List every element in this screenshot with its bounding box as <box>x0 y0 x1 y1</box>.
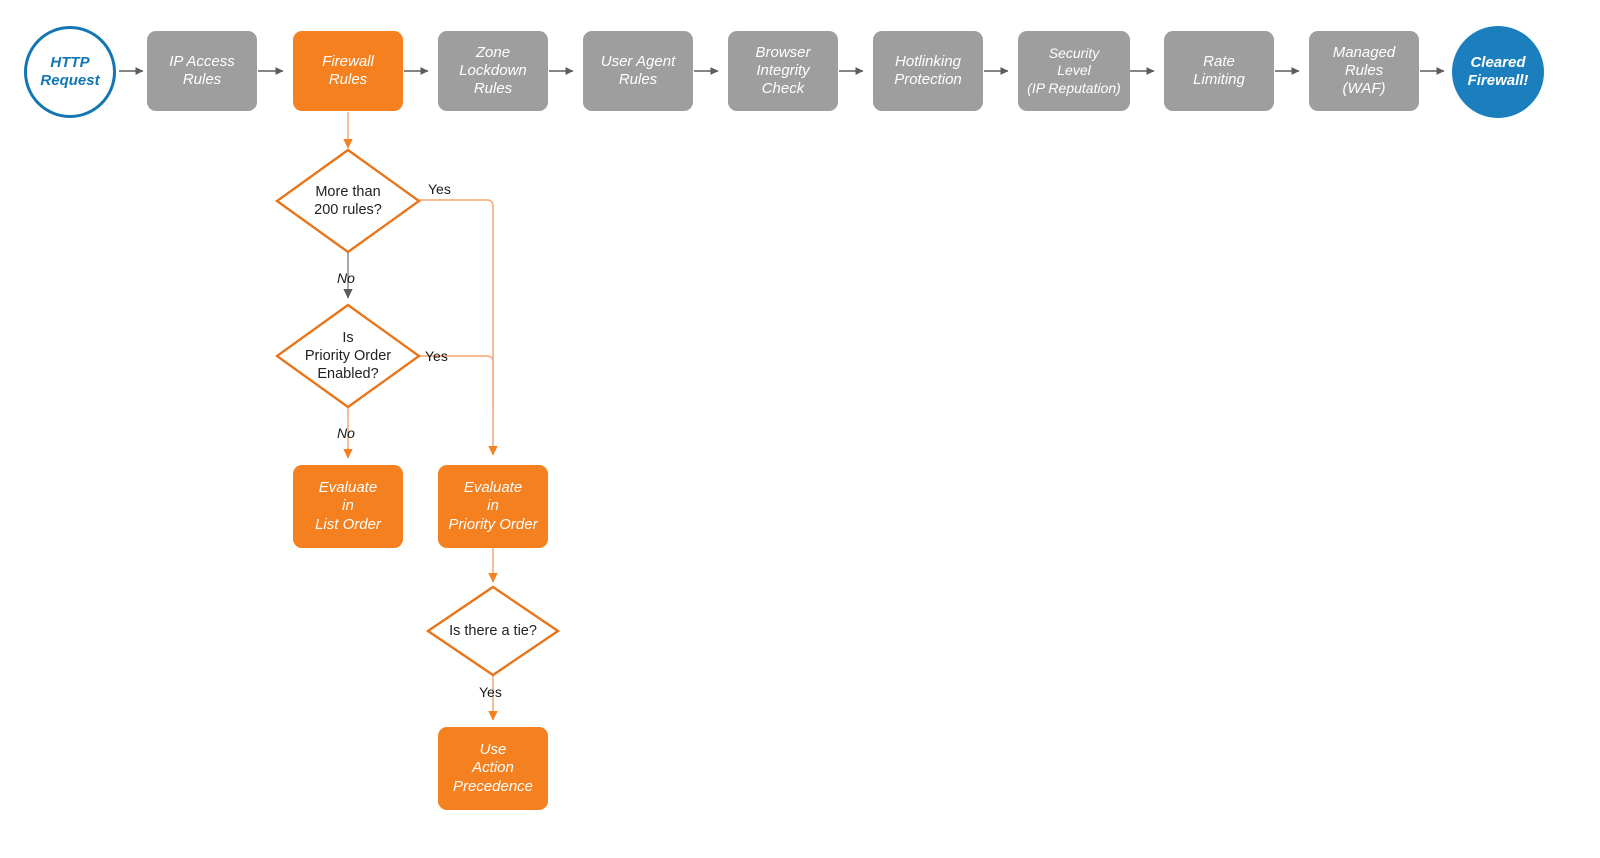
node-label: Firewall Rules <box>322 52 374 88</box>
edge-label-d2-yes: Yes <box>425 348 448 364</box>
edge-label-d1-no: No <box>337 270 355 286</box>
node-label: Cleared Firewall! <box>1467 53 1529 89</box>
node-firewall-rules[interactable]: Firewall Rules <box>293 31 403 111</box>
node-ip-access-rules[interactable]: IP Access Rules <box>147 31 257 111</box>
edge-label-d1-yes: Yes <box>428 181 451 197</box>
node-http-request[interactable]: HTTP Request <box>24 26 116 118</box>
edge-label-d2-no: No <box>337 425 355 441</box>
node-cleared-firewall[interactable]: Cleared Firewall! <box>1452 26 1544 118</box>
decision-label: More than 200 rules? <box>314 183 382 218</box>
diamond-shape <box>426 585 560 677</box>
node-label: Rate Limiting <box>1193 52 1245 88</box>
node-label: Evaluate in List Order <box>315 479 381 533</box>
edge-label-d3-yes: Yes <box>479 684 502 700</box>
outcome-evaluate-in-priority-order[interactable]: Evaluate in Priority Order <box>438 465 548 548</box>
node-zone-lockdown-rules[interactable]: Zone Lockdown Rules <box>438 31 548 111</box>
decision-is-priority-order-enabled[interactable]: Is Priority Order Enabled? <box>275 303 421 409</box>
node-label: Hotlinking Protection <box>894 52 962 88</box>
node-label: Browser Integrity Check <box>755 43 811 98</box>
node-hotlinking-protection[interactable]: Hotlinking Protection <box>873 31 983 111</box>
decision-label: Is there a tie? <box>449 622 537 639</box>
node-label: Use Action Precedence <box>452 741 534 795</box>
node-label: Evaluate in Priority Order <box>448 479 538 533</box>
node-browser-integrity-check[interactable]: Browser Integrity Check <box>728 31 838 111</box>
decision-is-there-a-tie[interactable]: Is there a tie? <box>426 585 560 677</box>
node-label: HTTP Request <box>40 53 100 89</box>
outcome-evaluate-in-list-order[interactable]: Evaluate in List Order <box>293 465 403 548</box>
diamond-shape <box>275 148 421 254</box>
node-user-agent-rules[interactable]: User Agent Rules <box>583 31 693 111</box>
node-label: Managed Rules (WAF) <box>1332 43 1396 98</box>
node-rate-limiting[interactable]: Rate Limiting <box>1164 31 1274 111</box>
decision-more-than-200-rules[interactable]: More than 200 rules? <box>275 148 421 254</box>
outcome-use-action-precedence[interactable]: Use Action Precedence <box>438 727 548 810</box>
node-label: Zone Lockdown Rules <box>459 43 527 98</box>
node-security-level[interactable]: Security Level (IP Reputation) <box>1018 31 1130 111</box>
node-label: User Agent Rules <box>600 52 676 88</box>
diamond-shape <box>275 303 421 409</box>
node-label: Security Level (IP Reputation) <box>1027 45 1121 96</box>
node-label: IP Access Rules <box>169 52 235 88</box>
node-managed-rules-waf[interactable]: Managed Rules (WAF) <box>1309 31 1419 111</box>
decision-label: Is Priority Order Enabled? <box>304 329 392 383</box>
